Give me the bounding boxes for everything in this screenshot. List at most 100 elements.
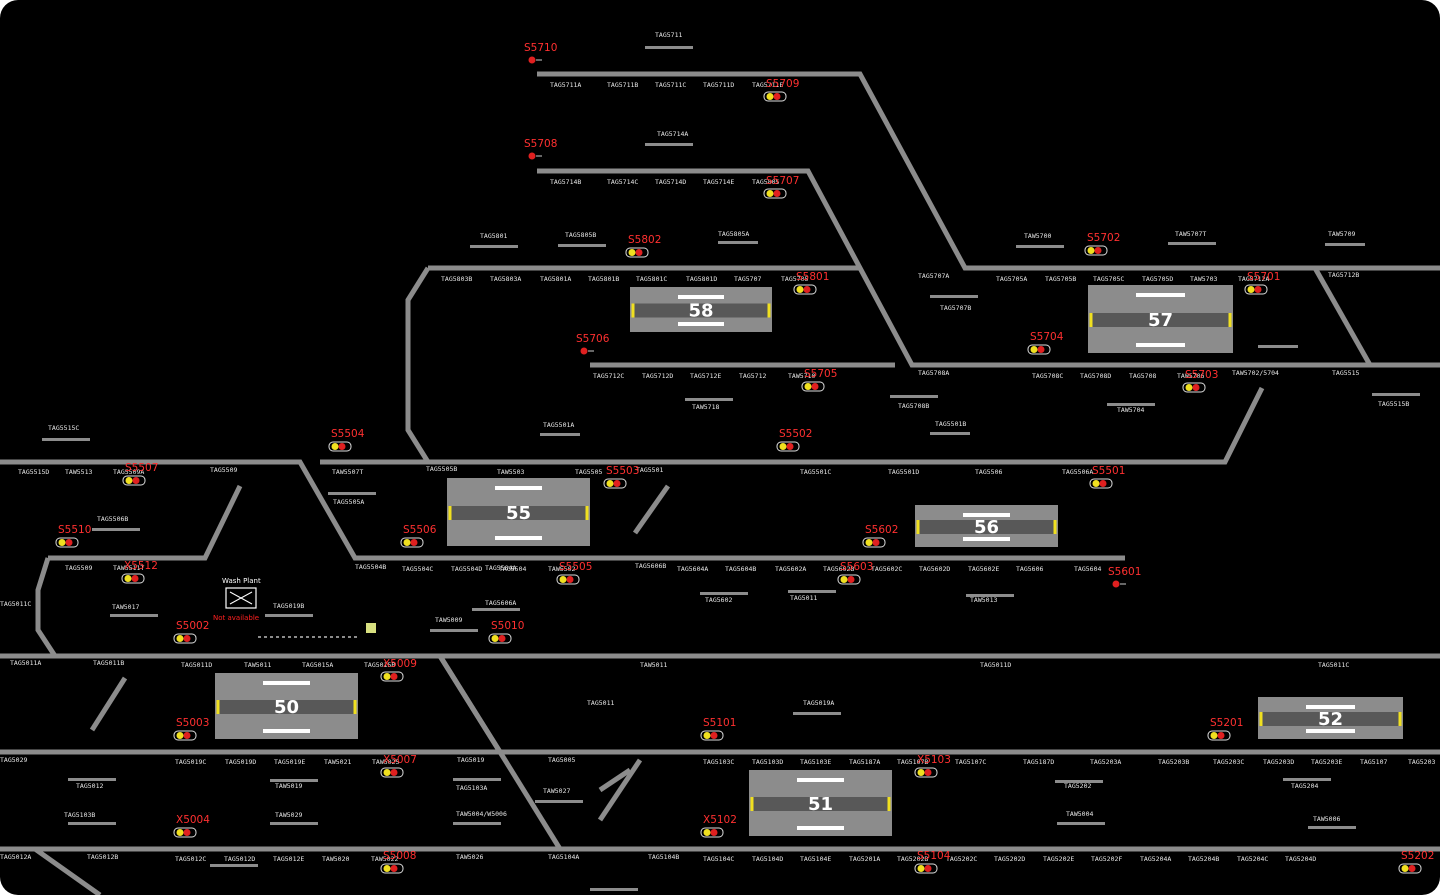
signal-x5102[interactable]: X5102 <box>700 814 737 838</box>
platform-57[interactable]: 57 <box>1088 285 1233 353</box>
track-label[interactable]: TAG5012 <box>76 782 103 790</box>
track-label[interactable]: TAG5604A <box>677 565 708 573</box>
track-label[interactable]: TAG5506B <box>97 515 128 523</box>
track-label[interactable]: TAG5202F <box>1091 855 1122 863</box>
platform-51[interactable]: 51 <box>749 770 892 836</box>
track-label[interactable]: TAW5022 <box>371 855 398 863</box>
track-label[interactable]: TAW5020 <box>322 855 349 863</box>
track-label[interactable]: TAG5506A <box>1062 468 1093 476</box>
track-label[interactable]: TAG5005 <box>548 756 575 764</box>
track-label[interactable]: TAW5700 <box>1024 232 1051 240</box>
track-label[interactable]: TAW5702/5704 <box>1232 369 1279 377</box>
track-label[interactable]: TAG5204B <box>1188 855 1219 863</box>
signal-s5801[interactable]: S5801 <box>793 271 829 295</box>
signal-s5507[interactable]: S5507 <box>122 462 158 486</box>
track-label[interactable]: TAG5012D <box>224 855 255 863</box>
signal-s5104[interactable]: S5104 <box>914 850 951 874</box>
signal-s5702[interactable]: S5702 <box>1084 232 1120 256</box>
track-label[interactable]: TAG5204D <box>1285 855 1316 863</box>
track-label[interactable]: TAG5712 <box>739 372 766 380</box>
signal-s5704[interactable]: S5704 <box>1027 331 1064 355</box>
signal-s5602[interactable]: S5602 <box>862 524 898 548</box>
track-label[interactable]: TAG5012E <box>273 855 304 863</box>
track-label[interactable]: TAG5011D <box>980 661 1011 669</box>
track-label[interactable]: TAG5602E <box>968 565 999 573</box>
track-label[interactable]: TAG5801 <box>480 232 507 240</box>
signal-s5706[interactable]: S5706 <box>576 333 610 355</box>
track-label[interactable]: TAG5011C <box>1318 661 1349 669</box>
track-label[interactable]: TAG5012A <box>0 853 31 861</box>
signal-x5004[interactable]: X5004 <box>173 814 210 838</box>
signal-s5502[interactable]: S5502 <box>776 428 812 452</box>
track-label[interactable]: TAW5709 <box>1328 230 1355 238</box>
signal-s5802[interactable]: S5802 <box>625 234 661 258</box>
track-label[interactable]: TAG5707A <box>918 272 949 280</box>
track-label[interactable]: TAG5805 <box>752 178 779 186</box>
track-label[interactable]: TAG5604B <box>725 565 756 573</box>
track-label[interactable]: TAG5714E <box>703 178 734 186</box>
signal-s5601[interactable]: S5601 <box>1108 566 1141 588</box>
track-label[interactable]: TAG5203B <box>1158 758 1189 766</box>
wash-plant-marker-icon[interactable] <box>366 623 376 633</box>
track-label[interactable]: TAW5503 <box>497 468 524 476</box>
track-label[interactable]: TAG5019E <box>274 758 305 766</box>
track-label[interactable]: TAG5202E <box>1043 855 1074 863</box>
track-label[interactable]: TAG5602D <box>919 565 950 573</box>
track-label[interactable]: TAG5606B <box>635 562 666 570</box>
track-label[interactable]: TAG5509 <box>210 466 237 474</box>
track-label[interactable]: TAG5504D <box>451 565 482 573</box>
track-label[interactable]: TAW5718 <box>692 403 719 411</box>
track-label[interactable]: TAW5502 <box>548 565 575 573</box>
platform-52[interactable]: 52 <box>1258 697 1403 739</box>
track-label[interactable]: TAG5019 <box>457 756 484 764</box>
track-label[interactable]: TAG5501B <box>935 420 966 428</box>
track-label[interactable]: TAG5201A <box>849 855 880 863</box>
track-label[interactable]: TAG5103B <box>64 811 95 819</box>
track-label[interactable]: TAW5021 <box>324 758 351 766</box>
track-label[interactable]: TAG5803B <box>441 275 472 283</box>
track-label[interactable]: TAG5011 <box>587 699 614 707</box>
track-label[interactable]: TAW5019 <box>275 782 302 790</box>
track-label[interactable]: TAW5703 <box>1190 275 1217 283</box>
track-label[interactable]: TAG5202D <box>994 855 1025 863</box>
track-label[interactable]: TAW5011 <box>640 661 667 669</box>
signal-x5007[interactable]: X5007 <box>380 754 417 778</box>
track-label[interactable]: TAG5705B <box>1045 275 1076 283</box>
track-label[interactable]: TAW5006 <box>1313 815 1340 823</box>
signal-s5003[interactable]: S5003 <box>173 717 209 741</box>
track-label[interactable]: TAG5705D <box>1142 275 1173 283</box>
track-label[interactable]: TAG5107C <box>955 758 986 766</box>
track-label[interactable]: TAG5104D <box>752 855 783 863</box>
track-label[interactable]: TAW5704 <box>1117 406 1144 414</box>
track-label[interactable]: TAG5712A <box>1238 275 1269 283</box>
track-label[interactable]: TAG5011 <box>790 594 817 602</box>
track-label[interactable]: TAG5015A <box>302 661 333 669</box>
track-label[interactable]: TAG5019D <box>225 758 256 766</box>
track-label[interactable]: TAG5711C <box>655 81 686 89</box>
track-label[interactable]: TAG5602A <box>775 565 806 573</box>
platform-58[interactable]: 58 <box>630 287 772 332</box>
track-label[interactable]: TAG5103D <box>752 758 783 766</box>
track-label[interactable]: TAG5019A <box>803 699 834 707</box>
track-label[interactable]: TAG5187A <box>849 758 880 766</box>
track-label[interactable]: TAG5204C <box>1237 855 1268 863</box>
track-label[interactable]: TAG5602 <box>705 596 732 604</box>
track-label[interactable]: TAG5501A <box>543 421 574 429</box>
platform-56[interactable]: 56 <box>915 505 1058 547</box>
track-label[interactable]: TAG5505A <box>333 498 364 506</box>
signal-s5510[interactable]: S5510 <box>55 524 91 548</box>
track-label[interactable]: TAG5602C <box>871 565 902 573</box>
track-label[interactable]: TAG5707B <box>940 304 971 312</box>
track-label[interactable]: TAW5027 <box>543 787 570 795</box>
track-label[interactable]: TAW5025 <box>372 758 399 766</box>
track-label[interactable]: TAG5803A <box>490 275 521 283</box>
track-label[interactable]: TAG5711 <box>655 31 682 39</box>
track-label[interactable]: TAW5707T <box>1175 230 1206 238</box>
track-label[interactable]: TAG5107B <box>897 758 928 766</box>
track-label[interactable]: TAG5805A <box>718 230 749 238</box>
track-label[interactable]: TAG5708D <box>1080 372 1111 380</box>
signal-s5703[interactable]: S5703 <box>1182 369 1218 393</box>
track-label[interactable]: TAG5104A <box>548 853 579 861</box>
signal-s5505[interactable]: S5505 <box>556 561 592 585</box>
track-label[interactable]: TAG5011B <box>93 659 124 667</box>
